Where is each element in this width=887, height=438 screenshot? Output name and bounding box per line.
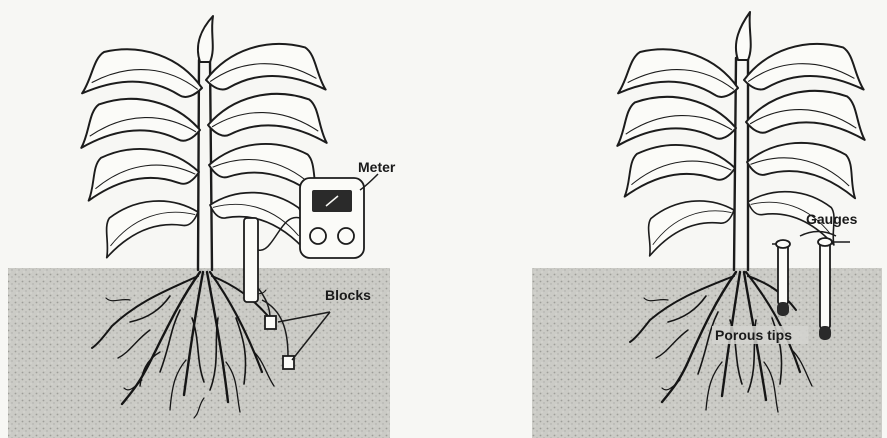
- gypsum-block-upper: [265, 316, 276, 329]
- gauges-label: Gauges: [806, 211, 858, 227]
- right-corn-plant: [617, 12, 864, 270]
- left-corn-plant: [81, 16, 326, 270]
- meter-knob-right: [338, 228, 354, 244]
- meter-label: Meter: [358, 159, 396, 175]
- porous-tip-short: [777, 302, 789, 316]
- porous-tips-label: Porous tips: [715, 327, 792, 343]
- gauge-tube-long: [820, 242, 830, 328]
- meter-knob-left: [310, 228, 326, 244]
- right-plant-tip: [736, 12, 751, 60]
- porous-tip-long: [819, 326, 831, 340]
- right-panel: Gauges Porous tips: [532, 12, 882, 438]
- left-panel: Meter Blocks: [8, 16, 396, 438]
- block-probe-tube: [244, 218, 258, 302]
- blocks-label: Blocks: [325, 287, 371, 303]
- left-plant-tip: [198, 16, 213, 62]
- gauge-tube-short: [778, 244, 788, 304]
- gauge-dial-short: [776, 240, 790, 248]
- gauge-dial-long: [818, 238, 832, 246]
- gypsum-block-lower: [283, 356, 294, 369]
